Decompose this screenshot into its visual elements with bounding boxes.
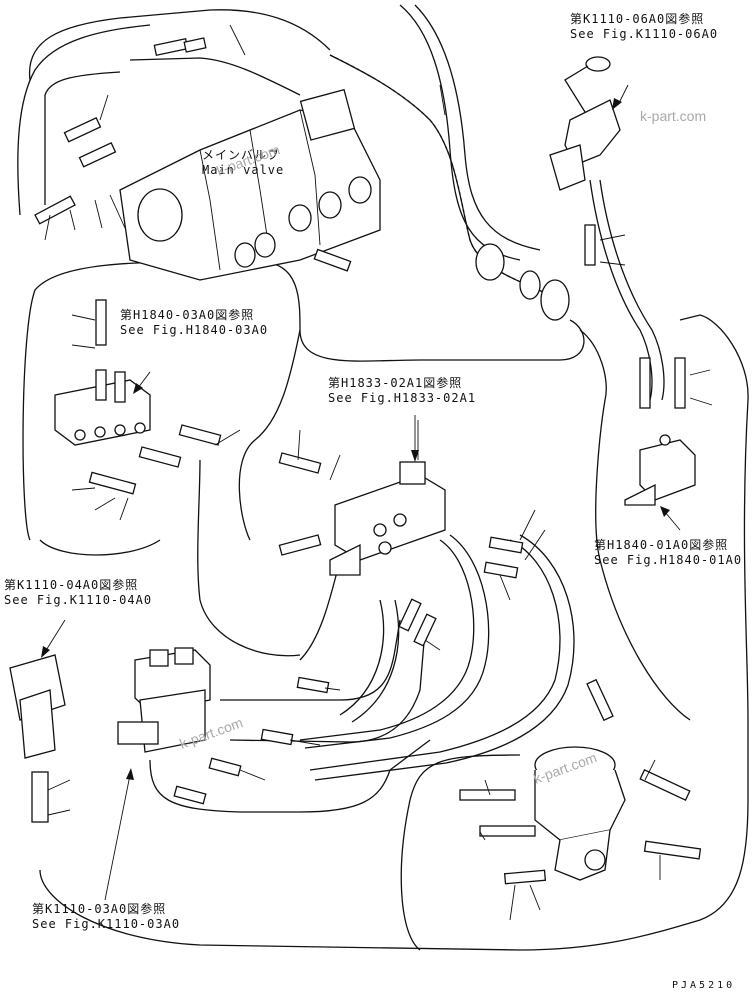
reference-jp: 第K1110-06A0図参照	[570, 12, 705, 26]
main-valve-label-en: Main valve	[202, 163, 285, 177]
reference-jp: 第H1840-01A0図参照	[594, 538, 729, 552]
watermark: k-part.com	[640, 108, 707, 124]
reference-jp: 第K1110-04A0図参照	[4, 578, 139, 592]
piping-lines	[17, 4, 749, 951]
reference-h1833-02a1: 第H1833-02A1図参照 See Fig.H1833-02A1	[328, 376, 476, 406]
pump-assembly	[534, 746, 626, 881]
reference-arrows	[41, 84, 681, 901]
reference-en: See Fig.H1840-01A0	[594, 553, 743, 567]
reference-k1110-04a0: 第K1110-04A0図参照 See Fig.K1110-04A0	[4, 578, 152, 608]
pedal-valve-k1110-04a0	[9, 654, 66, 823]
reference-h1840-01a0: 第H1840-01A0図参照 See Fig.H1840-01A0	[594, 538, 742, 568]
reference-en: See Fig.H1833-02A1	[328, 391, 477, 405]
hose-bundle	[299, 179, 665, 781]
leader-lines	[44, 24, 713, 921]
main-valve-label-jp: メインバルブ	[202, 148, 281, 162]
hose-fittings	[34, 37, 702, 885]
reference-jp: 第H1840-03A0図参照	[120, 308, 255, 322]
lever-k1110-06a0	[549, 56, 621, 191]
reference-jp: 第H1833-02A1図参照	[328, 376, 463, 390]
pilot-valve-k1110-03a0	[117, 647, 211, 753]
valve-h1833-02a1	[329, 461, 446, 576]
block-h1840-03a0	[54, 369, 151, 446]
corrugated-hose	[329, 54, 570, 321]
reference-jp: 第K1110-03A0図参照	[32, 902, 167, 916]
reference-en: See Fig.K1110-03A0	[32, 917, 181, 931]
block-h1840-01a0	[624, 434, 696, 506]
reference-k1110-06a0: 第K1110-06A0図参照 See Fig.K1110-06A0	[570, 12, 718, 42]
main-valve-body	[119, 88, 381, 281]
reference-k1110-03a0: 第K1110-03A0図参照 See Fig.K1110-03A0	[32, 902, 180, 932]
reference-h1840-03a0: 第H1840-03A0図参照 See Fig.H1840-03A0	[120, 308, 268, 338]
reference-en: See Fig.K1110-06A0	[570, 27, 719, 41]
reference-en: See Fig.K1110-04A0	[4, 593, 153, 607]
reference-en: See Fig.H1840-03A0	[120, 323, 269, 337]
main-valve-label: メインバルブ Main valve	[202, 148, 284, 178]
drawing-part-number: PJA5210	[672, 980, 736, 991]
